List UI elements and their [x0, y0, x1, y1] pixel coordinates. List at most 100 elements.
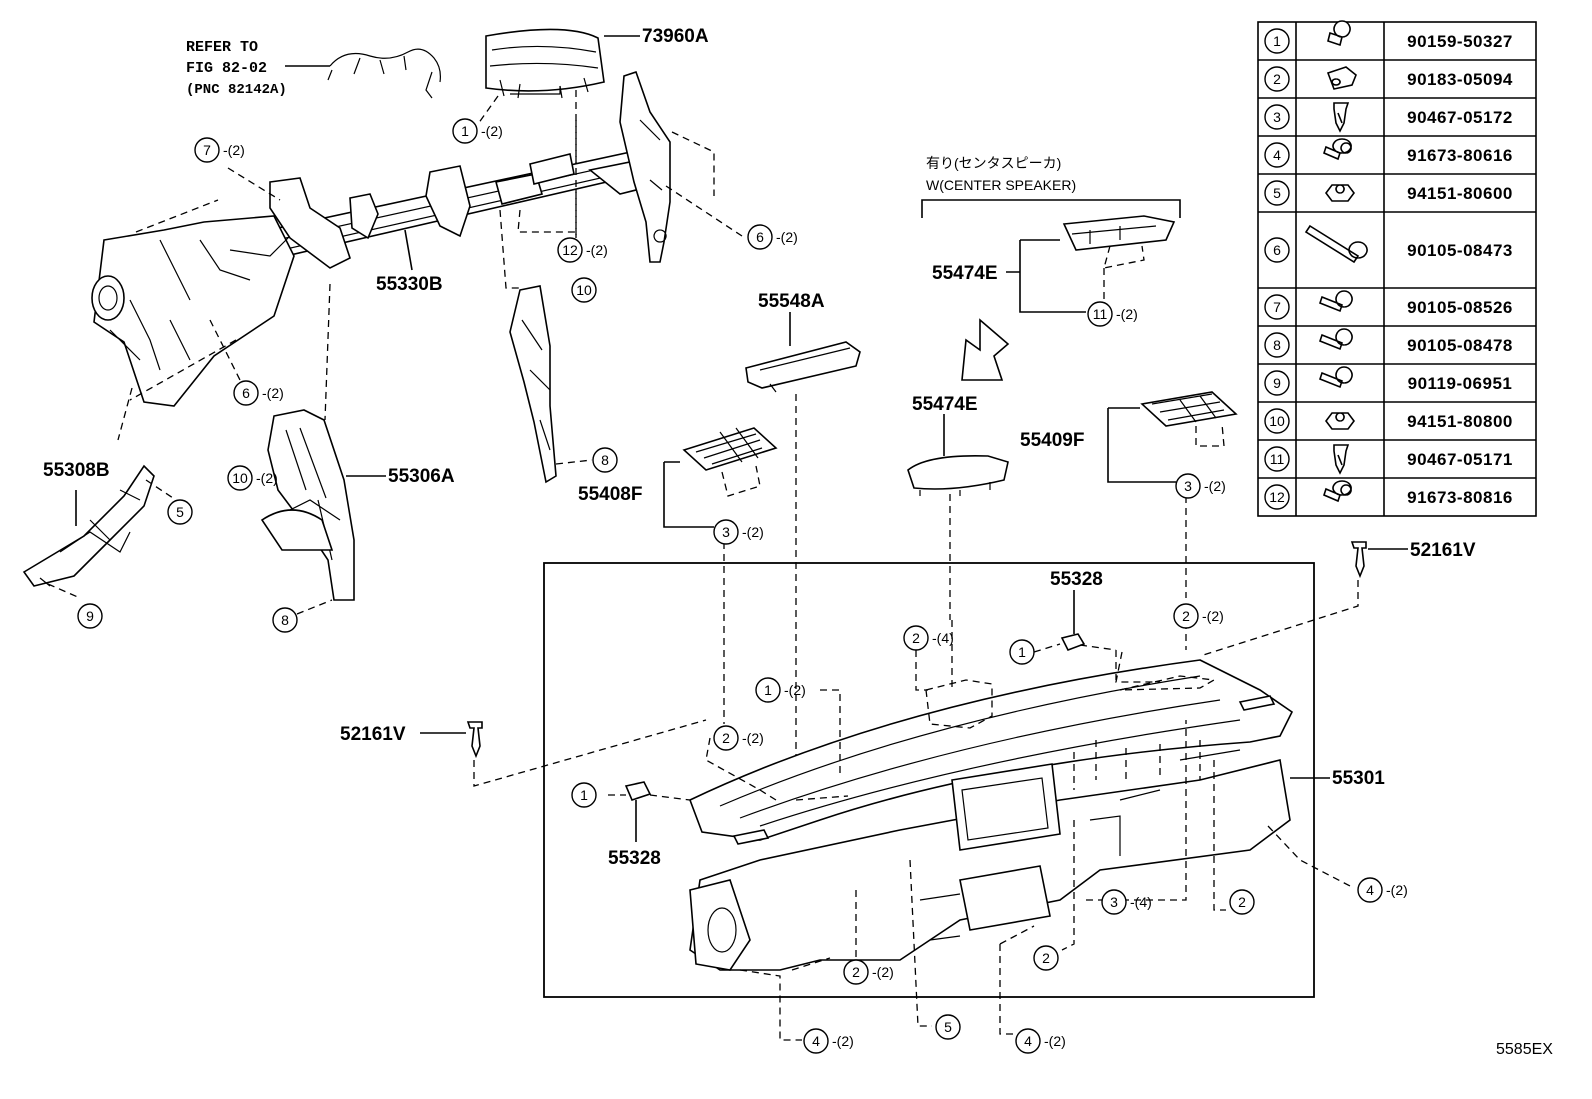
callout-10-upper: 10: [571, 277, 597, 303]
fastener-number: 3: [1273, 109, 1281, 125]
wire-harness-sketch: [327, 48, 441, 99]
svg-text:12: 12: [562, 242, 578, 258]
svg-text:6: 6: [242, 385, 250, 401]
bracket-side-mid: [509, 285, 593, 484]
fastener-number: 1: [1273, 33, 1281, 49]
variant-jp: 有り(センタスピーカ): [926, 155, 1061, 171]
svg-text:11: 11: [1093, 306, 1108, 322]
label-55474E-top: 55474E: [932, 263, 998, 284]
fastener-row: 7 90105-08526: [1264, 290, 1513, 320]
fastener-number-circle: [1264, 294, 1290, 320]
fastener-number-circle: [1264, 28, 1290, 54]
fastener-part-number: 90105-08526: [1407, 298, 1513, 317]
svg-text:-(2): -(2): [586, 242, 608, 258]
callout-2-bottom-left: 2 -(2): [843, 959, 894, 985]
long-bolt-icon: [1304, 224, 1368, 264]
svg-text:8: 8: [601, 452, 609, 468]
fastener-number: 10: [1269, 413, 1285, 429]
clip-52161V-right: 52161V: [1199, 540, 1476, 657]
callout-6-left: 6 -(2): [233, 380, 284, 406]
svg-text:1: 1: [764, 682, 772, 698]
callout-11: 11 -(2): [1087, 301, 1138, 327]
callout-5-left: 5: [167, 499, 193, 525]
svg-text:2: 2: [1042, 950, 1050, 966]
fastener-number: 4: [1273, 147, 1281, 163]
svg-text:-(4): -(4): [1130, 894, 1152, 910]
callout-4-right: 4 -(2): [1357, 877, 1408, 903]
hex-nut-icon: [1325, 412, 1355, 430]
fastener-part-number: 90119-06951: [1408, 374, 1513, 393]
svg-text:2: 2: [1182, 608, 1190, 624]
fastener-part-number: 90467-05171: [1407, 450, 1513, 469]
fastener-number-circle: [1264, 66, 1290, 92]
fastener-number-circle: [1264, 370, 1290, 396]
label-52161V-left: 52161V: [340, 724, 406, 745]
label-55301: 55301: [1332, 768, 1385, 789]
callout-1-panel-mid: 1 -(2): [755, 677, 806, 703]
svg-text:4: 4: [1024, 1033, 1032, 1049]
reference-note: REFER TO FIG 82-02 (PNC 82142A): [186, 39, 441, 99]
reference-line-1: REFER TO: [186, 39, 258, 56]
label-55408F: 55408F: [578, 484, 642, 505]
svg-text:-(2): -(2): [1044, 1033, 1066, 1049]
grille-55408F: 55408F: [578, 427, 778, 724]
svg-text:-(4): -(4): [932, 630, 954, 646]
label-73960A: 73960A: [642, 26, 709, 47]
svg-text:5: 5: [944, 1019, 952, 1035]
fastener-number-circle: [1264, 408, 1290, 434]
grille-55409F: 55409F: [1020, 391, 1238, 598]
svg-text:3: 3: [722, 524, 730, 540]
svg-text:-(2): -(2): [481, 123, 503, 139]
fastener-number: 2: [1273, 71, 1281, 87]
fastener-number-circle: [1264, 332, 1290, 358]
fastener-row: 3 90467-05172: [1264, 102, 1513, 133]
label-52161V-right: 52161V: [1410, 540, 1476, 561]
bolt-flange-short-icon: [1327, 20, 1351, 47]
center-speaker-variant: 有り(センタスピーカ) W(CENTER SPEAKER) 55474E 554…: [907, 155, 1181, 620]
svg-text:-(2): -(2): [1202, 608, 1224, 624]
svg-text:9: 9: [86, 608, 94, 624]
svg-text:-(2): -(2): [262, 385, 284, 401]
fastener-number-circle: [1264, 180, 1290, 206]
svg-text:-(2): -(2): [1116, 306, 1138, 322]
svg-text:1: 1: [1018, 644, 1026, 660]
callout-3-left: 3 -(2): [713, 519, 764, 545]
svg-text:-(2): -(2): [742, 524, 764, 540]
fastener-number-circle: [1264, 484, 1290, 510]
fastener-part-number: 90467-05172: [1407, 108, 1513, 127]
svg-text:8: 8: [281, 612, 289, 628]
svg-text:4: 4: [1366, 882, 1374, 898]
svg-text:-(2): -(2): [1204, 478, 1226, 494]
fastener-part-number: 94151-80600: [1407, 184, 1513, 203]
fastener-number-circle: [1264, 446, 1290, 472]
svg-text:3: 3: [1184, 478, 1192, 494]
callout-8-upper: 8: [592, 447, 618, 473]
label-55409F: 55409F: [1020, 430, 1084, 451]
svg-text:-(2): -(2): [256, 470, 278, 486]
callout-5-bottom: 5: [935, 1014, 961, 1040]
fastener-number: 7: [1273, 299, 1281, 315]
diagram-id: 5585EX: [1496, 1041, 1553, 1058]
callout-1-airbag: 1 -(2): [452, 118, 503, 144]
fastener-part-number: 90105-08478: [1407, 336, 1513, 355]
bolt-flange-icon: [1319, 290, 1353, 313]
callout-2-four: 2 -(4): [903, 625, 954, 651]
callout-12: 12 -(2): [557, 237, 608, 263]
fastener-number: 11: [1270, 451, 1285, 467]
callout-2-bottom-mid: 2: [1033, 945, 1059, 971]
fastener-number: 12: [1269, 489, 1285, 505]
callout-4-bottom-right: 4 -(2): [1015, 1028, 1066, 1054]
svg-text:2: 2: [722, 730, 730, 746]
airbag-assembly: 73960A: [477, 26, 709, 238]
svg-text:-(2): -(2): [832, 1033, 854, 1049]
svg-text:3: 3: [1110, 894, 1118, 910]
label-55308B: 55308B: [43, 460, 110, 481]
label-55330B: 55330B: [376, 274, 443, 295]
svg-text:-(2): -(2): [776, 229, 798, 245]
hex-nut-icon: [1325, 184, 1355, 202]
svg-text:1: 1: [461, 123, 469, 139]
